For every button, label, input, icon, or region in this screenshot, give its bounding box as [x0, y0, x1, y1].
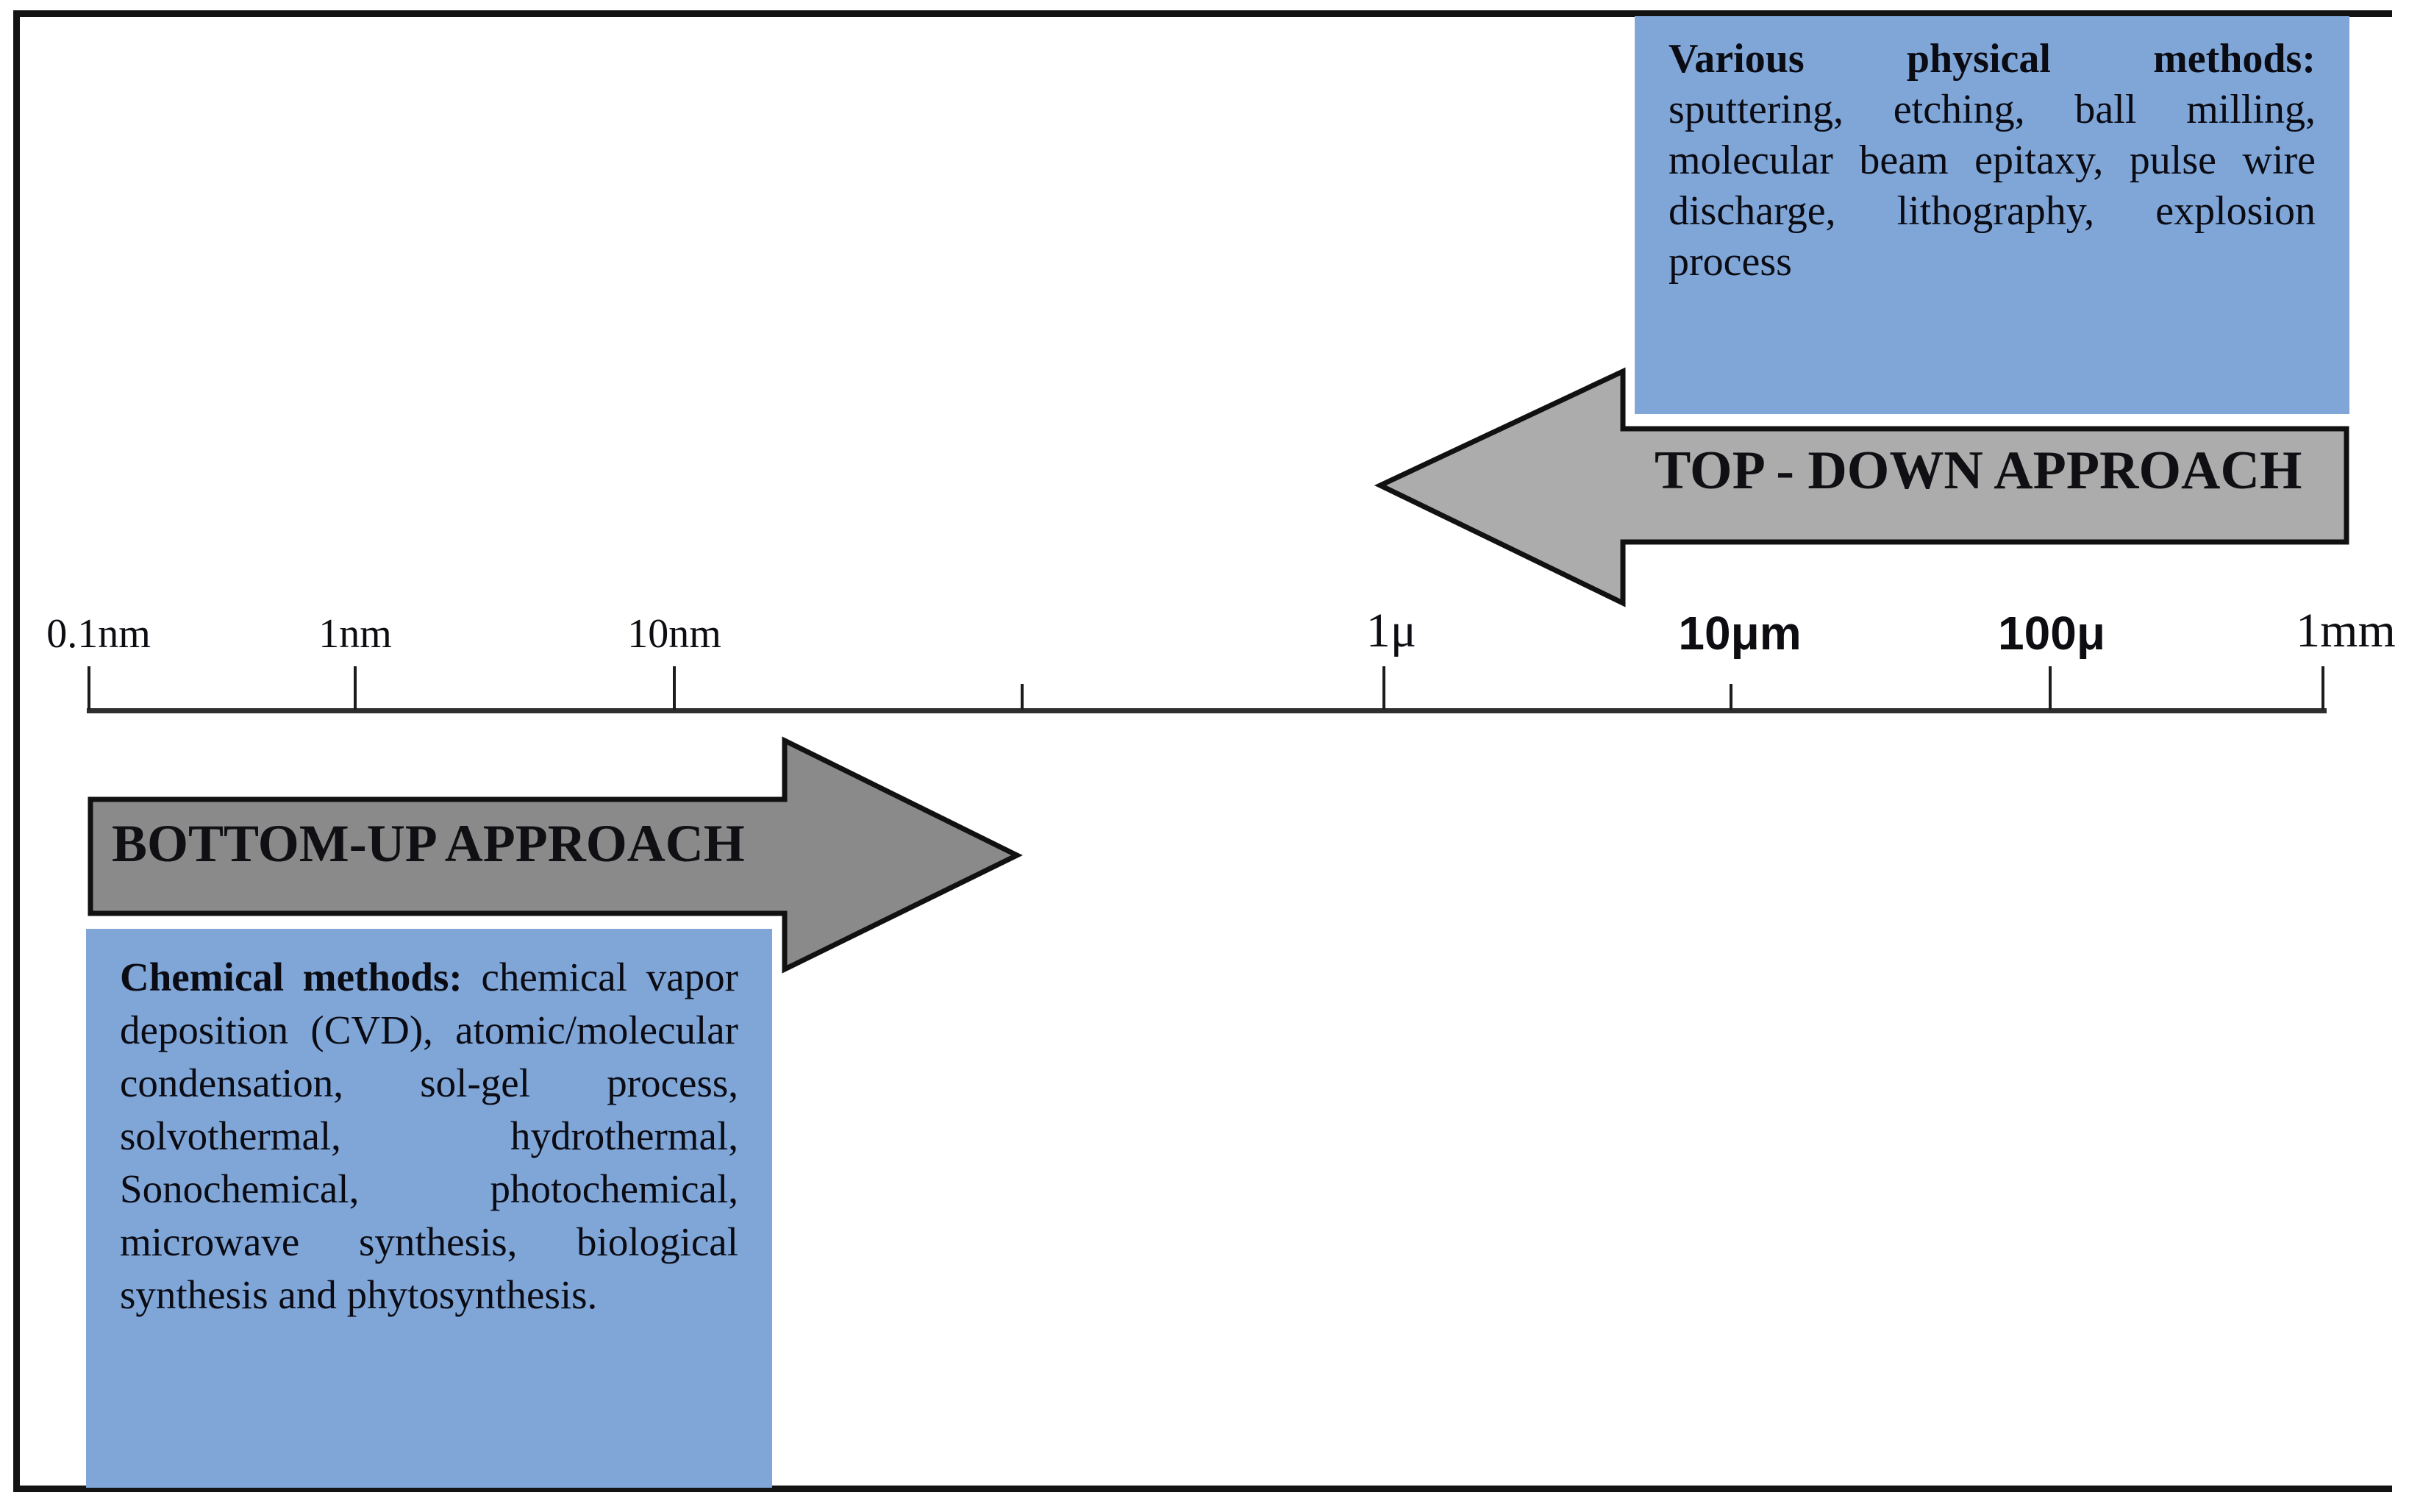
axis-label-1mm: 1mm: [2296, 604, 2396, 657]
axis-tick-10um: [1730, 684, 1732, 710]
axis-label-10um: 10μm: [1678, 607, 1802, 660]
chemical-methods-lead: Chemical methods:: [120, 955, 463, 999]
bottom-up-arrow-label: BOTTOM-UP APPROACH: [112, 814, 745, 873]
axis-label-1u: 1μ: [1366, 604, 1417, 657]
physical-methods-body: sputtering, etching, ball milling, molec…: [1669, 87, 2316, 285]
axis-label-1nm: 1nm: [318, 611, 392, 657]
scale-axis-line: [87, 708, 2327, 713]
axis-tick-1u: [1382, 666, 1385, 710]
figure-frame: [13, 10, 2392, 1492]
physical-methods-lead: Various physical methods:: [1669, 36, 2316, 82]
axis-tick-10nm: [673, 666, 676, 710]
bottom-up-arrow-shape: [88, 736, 1023, 974]
axis-tick-100u: [2049, 666, 2052, 710]
axis-tick-0.1nm: [88, 666, 90, 710]
axis-label-10nm: 10nm: [627, 611, 721, 657]
axis-tick-1mm: [2321, 666, 2324, 710]
chemical-methods-box: Chemical methods: chemical vapor deposit…: [86, 929, 772, 1488]
axis-tick-1nm: [354, 666, 357, 710]
physical-methods-text: Various physical methods: sputtering, et…: [1669, 34, 2316, 288]
chemical-methods-text: Chemical methods: chemical vapor deposit…: [120, 951, 738, 1322]
physical-methods-box: Various physical methods: sputtering, et…: [1635, 16, 2349, 414]
top-down-arrow-shape: [1374, 367, 2349, 607]
axis-label-0.1nm: 0.1nm: [46, 611, 151, 657]
chemical-methods-body: chemical vapor deposition (CVD), atomic/…: [120, 955, 739, 1317]
top-down-arrow-label: TOP - DOWN APPROACH: [1655, 441, 2302, 501]
axis-label-100u: 100μ: [1998, 607, 2105, 660]
axis-tick-100nm: [1021, 684, 1024, 710]
